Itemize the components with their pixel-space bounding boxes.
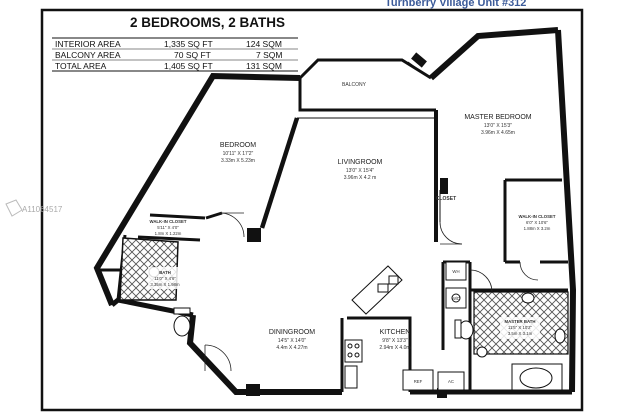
master-bath-label-group: MASTER BATH 11'5" X 10'2" 3.5m X 3.1m xyxy=(500,317,540,339)
bedroom-imperial: 10'11" X 17'2" xyxy=(223,151,254,157)
area-row-sqm: 131 SQM xyxy=(246,61,282,71)
livingroom-label: LIVINGROOM xyxy=(338,159,383,166)
plan-title: 2 BEDROOMS, 2 BATHS xyxy=(130,15,285,30)
diningroom-metric: 4.4m X 4.27m xyxy=(276,345,307,351)
bath-metric: 3.35m X 1.98m xyxy=(150,282,180,287)
master-bath-label: MASTER BATH xyxy=(505,319,536,324)
watermark: A11064517 xyxy=(5,199,63,217)
master-walkin-closet-imperial: 6'0" X 10'6" xyxy=(526,220,548,225)
kitchen-imperial: 9'8" X 13'3" xyxy=(382,338,408,344)
master-bath-metric: 3.5m X 3.1m xyxy=(508,331,533,336)
livingroom-metric: 3.96m X 4.2 m xyxy=(344,175,377,181)
balcony-label: BALCONY xyxy=(342,82,367,88)
bedroom-metric: 3.33m X 5.23m xyxy=(221,158,255,164)
ac-label: AC xyxy=(448,379,454,384)
master-walkin-closet-metric: 1.88m X 3.2m xyxy=(524,226,551,231)
master-bedroom-label: MASTER BEDROOM xyxy=(464,114,531,121)
master-bedroom-imperial: 13'0" X 15'3" xyxy=(484,123,512,129)
area-row-sqft: 1,335 SQ FT xyxy=(164,39,213,49)
wall-blocks xyxy=(246,52,448,398)
walkin-closet-metric: 1.8m X 1.22m xyxy=(155,231,182,236)
master-walkin-closet-label: WALK-IN CLOSET xyxy=(519,214,556,219)
bath-imperial: 11'0" X 4'6" xyxy=(154,276,176,281)
walkin-closet-label: WALK-IN CLOSET xyxy=(150,219,187,224)
listing-title: Turnberry Village Unit #312 xyxy=(385,0,526,9)
plan-frame xyxy=(40,8,584,412)
kitchen-metric: 2.94m X 4.0m xyxy=(379,345,410,351)
kitchen-label: KITCHEN xyxy=(380,329,411,336)
watermark-text: A11064517 xyxy=(22,205,63,214)
watermark-icon xyxy=(5,199,23,217)
closet-label: CLOSET xyxy=(436,196,456,202)
master-bath-imperial: 11'5" X 10'2" xyxy=(508,325,532,330)
walkin-closet-imperial: 5'11" X 4'0" xyxy=(157,225,179,230)
area-row-label: BALCONY AREA xyxy=(55,50,121,60)
area-row-label: INTERIOR AREA xyxy=(55,39,121,49)
master-bedroom-metric: 3.96m X 4.65m xyxy=(481,130,515,136)
area-table: INTERIOR AREA 1,335 SQ FT 124 SQM BALCON… xyxy=(52,37,298,72)
washer-dryer-label: W/D xyxy=(452,296,460,301)
area-row-sqft: 70 SQ FT xyxy=(174,50,211,60)
area-row-sqm: 124 SQM xyxy=(246,39,282,49)
diningroom-imperial: 14'5" X 14'0" xyxy=(278,338,306,344)
kitchen-counters xyxy=(344,265,434,391)
bedroom-label: BEDROOM xyxy=(220,142,256,149)
bath-label-group: BATH 11'0" X 4'6" 3.35m X 1.98m xyxy=(148,267,182,289)
door-swings xyxy=(204,212,539,372)
diningroom-label: DININGROOM xyxy=(269,329,315,336)
area-row-sqm: 7 SQM xyxy=(256,50,282,60)
livingroom-imperial: 13'0" X 15'4" xyxy=(346,168,374,174)
refrigerator-label: REF xyxy=(414,379,423,384)
water-heater-label: WH xyxy=(452,269,459,274)
laundry-appliances xyxy=(437,261,467,391)
bath-label: BATH xyxy=(159,270,171,275)
area-row-label: TOTAL AREA xyxy=(55,61,107,71)
area-row-sqft: 1,405 SQ FT xyxy=(164,61,213,71)
